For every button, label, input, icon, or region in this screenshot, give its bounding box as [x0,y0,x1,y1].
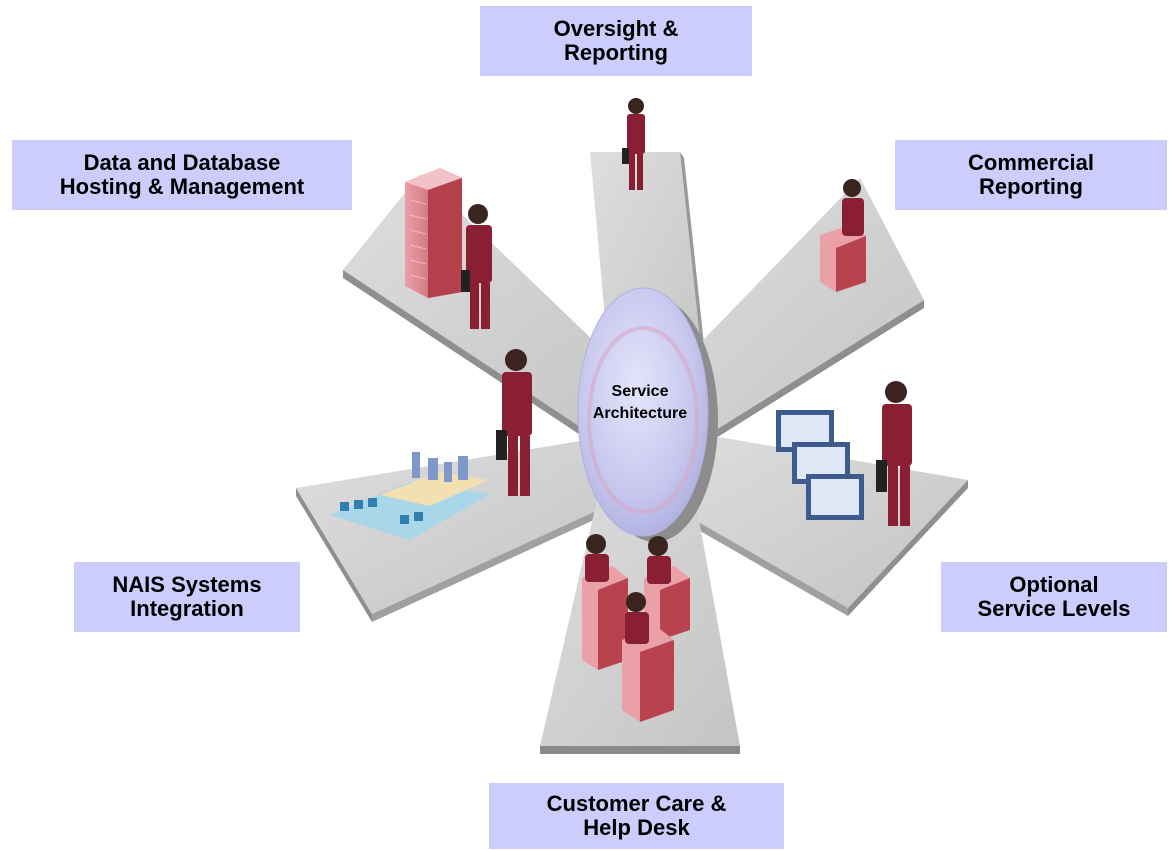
label-line2: Service Levels [977,596,1131,621]
label-line1: NAIS Systems [112,572,262,597]
label-line1: Data and Database [83,150,281,175]
arm-bottom-left [296,440,620,622]
hub-label: Service Architecture [570,381,710,425]
label-line2: Reporting [564,40,668,65]
label-line2: Reporting [979,174,1083,199]
hub-label-line1: Service [611,383,669,400]
person-bottom-right-icon [876,381,912,526]
label-customer-care: Customer Care & Help Desk [489,783,784,849]
hub-label-line2: Architecture [592,405,688,422]
label-line2: Integration [130,596,244,621]
person-top-left-icon [461,204,492,329]
label-nais-integration: NAIS Systems Integration [74,562,300,632]
label-line2: Help Desk [583,815,690,840]
network-floorplan-icon [330,452,490,540]
help-desk-team-icon [582,534,690,722]
label-oversight-reporting: Oversight & Reporting [480,6,752,76]
office-building-icon [405,168,462,298]
label-data-hosting: Data and Database Hosting & Management [12,140,352,210]
person-top-icon [622,98,645,190]
person-center-left-icon [496,349,532,496]
desk-worker-icon [820,179,866,292]
hub-disc [577,287,718,542]
label-line1: Oversight & [553,16,679,41]
label-line1: Optional [1009,572,1099,597]
label-line2: Hosting & Management [59,174,305,199]
label-line1: Customer Care & [546,791,727,816]
label-commercial-reporting: Commercial Reporting [895,140,1167,210]
label-optional-service-levels: Optional Service Levels [941,562,1167,632]
label-line1: Commercial [968,150,1094,175]
monitor-screens-icon [776,410,864,520]
